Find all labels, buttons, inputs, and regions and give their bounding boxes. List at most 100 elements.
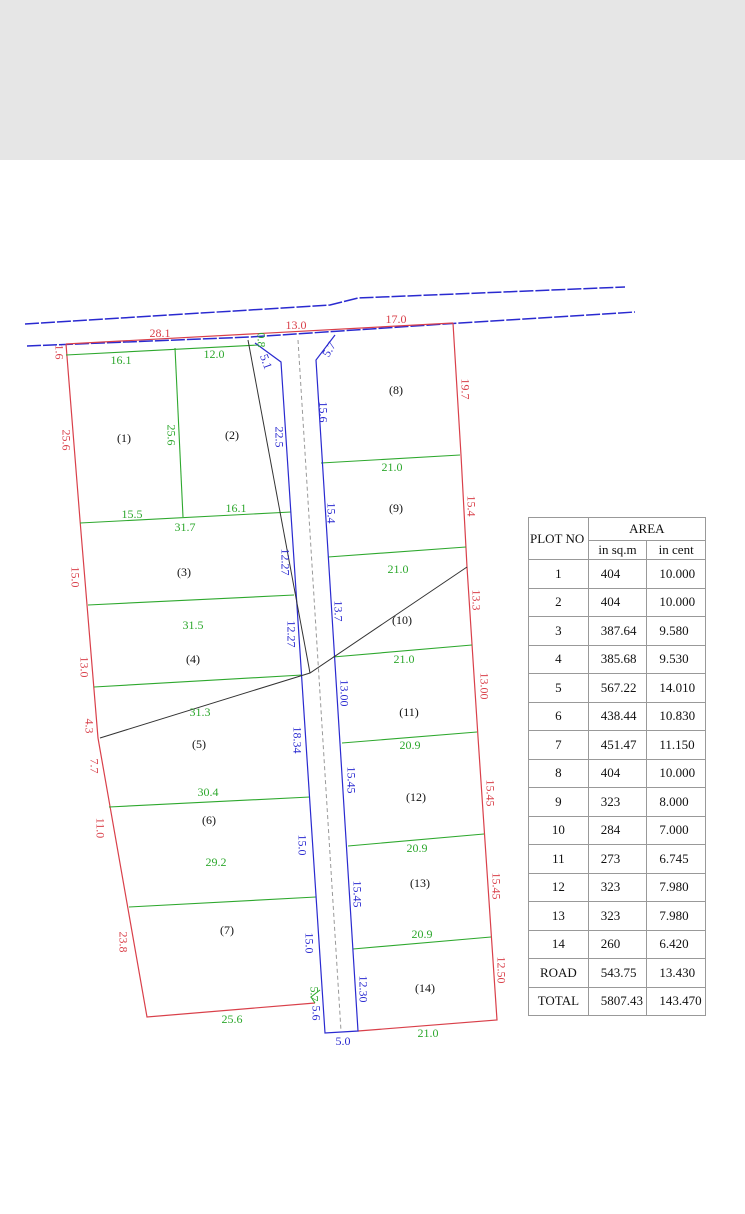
boundary-dimension: 4.3 xyxy=(82,719,96,734)
road-dimension: 15.4 xyxy=(324,503,338,524)
subdivision-dimension: 20.9 xyxy=(407,841,428,855)
plot-label: (14) xyxy=(415,981,435,995)
cell-plot: 4 xyxy=(528,644,589,674)
cell-cent: 14.010 xyxy=(646,673,706,703)
boundary-dimension: 11.0 xyxy=(93,818,107,839)
subdivision-dimension: 31.3 xyxy=(190,705,211,719)
cell-plot: 1 xyxy=(528,559,589,589)
road-dimension: 15.45 xyxy=(344,767,358,794)
boundary xyxy=(65,322,498,1032)
subdivision-dimension: 20.9 xyxy=(400,738,421,752)
road-edge-lower xyxy=(26,311,636,347)
boundary-dimension: 12.50 xyxy=(494,957,508,984)
boundary-dimension: 23.8 xyxy=(116,932,130,953)
road-dimension: 22.5 xyxy=(272,427,286,448)
subdivision-dimension: 31.7 xyxy=(175,520,196,534)
cell-sqm: 323 xyxy=(587,872,648,902)
plot-label: (7) xyxy=(220,923,234,937)
plot-label: (8) xyxy=(389,383,403,397)
boundary-dimension: 25.6 xyxy=(59,430,73,451)
cell-sqm: 567.22 xyxy=(587,673,648,703)
header-sqm: in sq.m xyxy=(587,540,648,560)
plot-label: (6) xyxy=(202,813,216,827)
cell-plot: ROAD xyxy=(528,958,589,988)
cell-cent: 10.000 xyxy=(646,587,706,617)
subdivision-dimension: 12.0 xyxy=(204,347,225,361)
cell-plot: TOTAL xyxy=(528,986,589,1016)
cell-plot: 8 xyxy=(528,758,589,788)
header-plot-no: PLOT NO xyxy=(528,517,589,560)
plot-label: (1) xyxy=(117,431,131,445)
road-dimension: 13.7 xyxy=(331,601,345,622)
cell-sqm: 323 xyxy=(587,901,648,931)
cell-sqm: 385.68 xyxy=(587,644,648,674)
cell-plot: 13 xyxy=(528,901,589,931)
cell-sqm: 260 xyxy=(587,929,648,959)
cell-cent: 9.530 xyxy=(646,644,706,674)
boundary-dimension: 13.0 xyxy=(77,657,91,678)
boundary-dimension: 19.7 xyxy=(458,379,472,400)
cell-cent: 13.430 xyxy=(646,958,706,988)
cell-cent: 7.980 xyxy=(646,901,706,931)
subdivision-dimension: 0.8 xyxy=(254,333,268,348)
plot-label: (11) xyxy=(399,705,419,719)
boundary-right xyxy=(357,322,498,1032)
cell-sqm: 404 xyxy=(587,758,648,788)
cell-plot: 11 xyxy=(528,844,589,874)
internal-road xyxy=(254,334,359,1034)
boundary-dimension: 15.0 xyxy=(68,567,82,588)
road-dimension: 12.30 xyxy=(356,976,370,1003)
plot-label: (2) xyxy=(225,428,239,442)
boundary-dimension: 1.6 xyxy=(52,345,66,360)
cell-sqm: 404 xyxy=(587,587,648,617)
subdivision-dimension: 21.0 xyxy=(388,562,409,576)
cell-sqm: 451.47 xyxy=(587,730,648,760)
top-bar xyxy=(0,0,745,160)
cell-cent: 143.470 xyxy=(646,986,706,1016)
subdivision-dimension: 16.1 xyxy=(111,353,132,367)
cell-plot: 3 xyxy=(528,616,589,646)
subdivision-dimension: 16.1 xyxy=(226,501,247,515)
plot-label: (5) xyxy=(192,737,206,751)
cell-cent: 8.000 xyxy=(646,787,706,817)
subdivision-dimension: 29.2 xyxy=(206,855,227,869)
boundary-dimension: 17.0 xyxy=(386,312,407,326)
subdivision-dimension: 21.0 xyxy=(394,652,415,666)
cell-plot: 7 xyxy=(528,730,589,760)
cell-cent: 9.580 xyxy=(646,616,706,646)
road-edge-upper xyxy=(24,286,626,325)
boundary-dimension: 15.45 xyxy=(489,873,503,900)
boundary-dimension: 15.4 xyxy=(464,496,478,517)
boundary-dimension: 13.3 xyxy=(469,590,483,611)
boundary-dimension: 7.7 xyxy=(87,759,101,774)
cell-cent: 10.000 xyxy=(646,758,706,788)
cell-sqm: 5807.43 xyxy=(587,986,648,1016)
cell-plot: 2 xyxy=(528,587,589,617)
subdivision-dimension: 25.6 xyxy=(164,425,178,446)
main-road xyxy=(24,286,636,347)
subdivision-dimension: 30.4 xyxy=(198,785,219,799)
cell-sqm: 404 xyxy=(587,559,648,589)
plot-label: (12) xyxy=(406,790,426,804)
header-cent: in cent xyxy=(646,540,706,560)
road-dimension: 15.0 xyxy=(302,933,316,954)
cell-sqm: 438.44 xyxy=(587,701,648,731)
road-centerline xyxy=(297,339,342,1032)
road-dimension: 15.0 xyxy=(295,835,309,856)
road-dimension: 12.27 xyxy=(284,621,298,648)
plot-label: (3) xyxy=(177,565,191,579)
road-dimension: 15.45 xyxy=(350,881,364,908)
cell-sqm: 543.75 xyxy=(587,958,648,988)
